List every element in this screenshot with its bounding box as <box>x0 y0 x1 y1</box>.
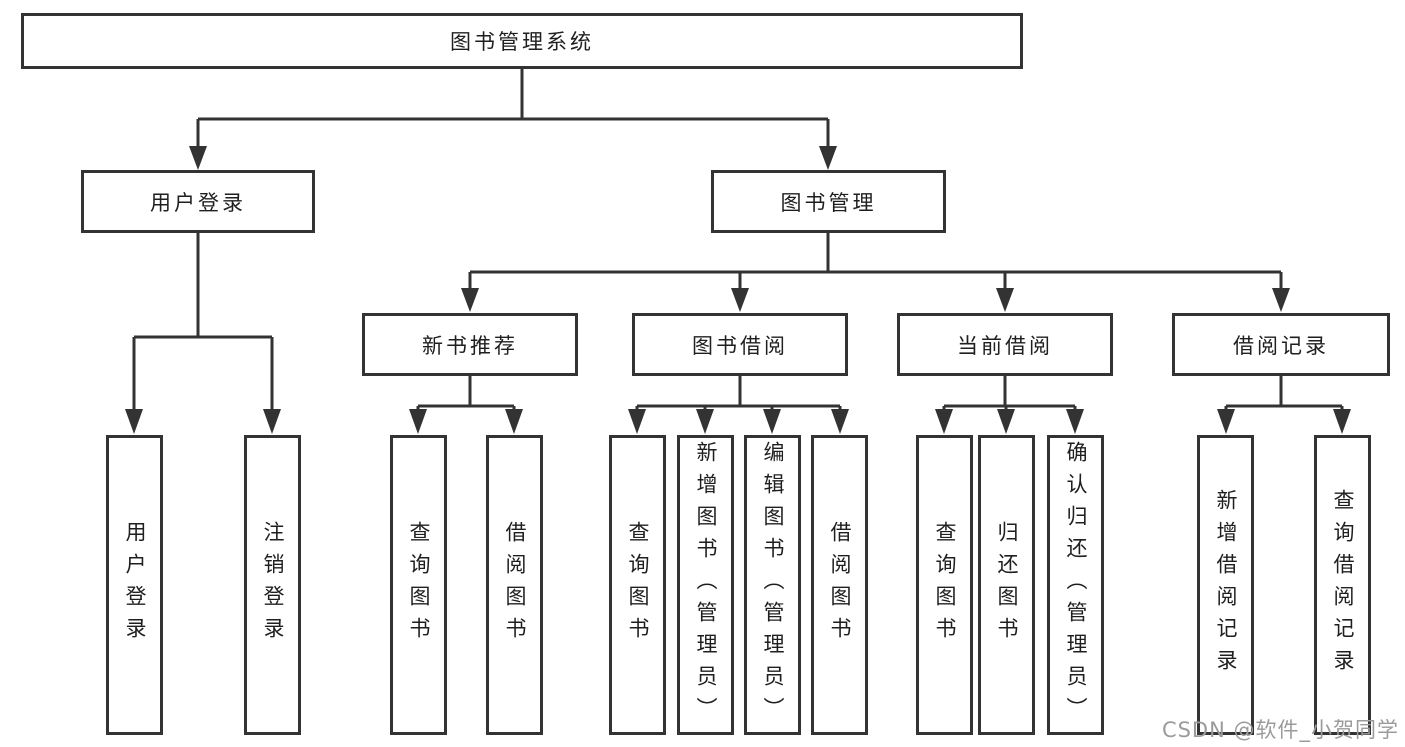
node-label: 确认归还（管理员） <box>1064 441 1088 729</box>
node-borrow-books-recommend: 借阅图书 <box>486 435 543 735</box>
arrowhead <box>831 409 849 434</box>
node-label: 当前借阅 <box>957 333 1053 358</box>
line <box>416 376 516 412</box>
arrowhead <box>996 288 1014 312</box>
node-label: 图书借阅 <box>692 333 788 358</box>
line <box>635 376 842 412</box>
node-label: 用户登录 <box>150 190 246 215</box>
arrowhead <box>935 409 953 434</box>
node-label: 注销登录 <box>261 521 285 649</box>
node-label: 借阅图书 <box>503 521 527 649</box>
node-borrowing-records: 借阅记录 <box>1172 313 1390 376</box>
arrowhead <box>819 146 837 170</box>
arrowhead <box>1333 409 1351 434</box>
connector-user-login-children <box>125 233 281 434</box>
node-user-login-leaf: 用户登录 <box>106 435 163 735</box>
arrowhead <box>997 409 1015 434</box>
node-borrow-books-borrowing: 借阅图书 <box>811 435 868 735</box>
node-label: 借阅记录 <box>1233 333 1329 358</box>
arrowhead <box>731 288 749 312</box>
arrowhead <box>1272 288 1290 312</box>
node-label: 借阅图书 <box>828 521 852 649</box>
node-query-books-recommend: 查询图书 <box>390 435 447 735</box>
line <box>196 69 830 147</box>
arrowhead <box>505 409 523 434</box>
arrowhead <box>696 409 714 434</box>
node-label: 图书管理系统 <box>450 30 594 54</box>
node-label: 查询借阅记录 <box>1331 489 1355 681</box>
node-label: 编辑图书（管理员） <box>761 441 785 729</box>
node-label: 查询图书 <box>407 521 431 649</box>
arrowhead <box>263 409 281 434</box>
watermark: CSDN @软件_小贺同学 <box>1161 718 1399 742</box>
node-library-management-system: 图书管理系统 <box>21 13 1023 69</box>
node-label: 新书推荐 <box>422 333 518 358</box>
arrowhead <box>125 409 143 434</box>
node-query-books-borrowing: 查询图书 <box>609 435 666 735</box>
line <box>132 233 274 411</box>
connector-book-management-children <box>461 233 1290 312</box>
node-confirm-return-admin: 确认归还（管理员） <box>1047 435 1104 735</box>
node-user-login: 用户登录 <box>81 170 315 233</box>
line <box>942 376 1077 412</box>
arrowhead <box>409 409 427 434</box>
arrowhead <box>189 146 207 170</box>
node-label: 查询图书 <box>626 521 650 649</box>
node-label: 新增借阅记录 <box>1214 489 1238 681</box>
node-query-books-current: 查询图书 <box>916 435 973 735</box>
node-label: 归还图书 <box>995 521 1019 649</box>
arrowhead <box>1217 409 1235 434</box>
node-new-book-recommendation: 新书推荐 <box>362 313 578 376</box>
node-label: 新增图书（管理员） <box>694 441 718 729</box>
node-return-books: 归还图书 <box>978 435 1035 735</box>
node-book-borrowing: 图书借阅 <box>632 313 848 376</box>
node-add-book-admin: 新增图书（管理员） <box>677 435 734 735</box>
node-logout: 注销登录 <box>244 435 301 735</box>
arrowhead <box>1066 409 1084 434</box>
node-label: 查询图书 <box>933 521 957 649</box>
arrowhead <box>461 288 479 312</box>
connector-current-borrowing-children <box>935 376 1084 434</box>
node-edit-book-admin: 编辑图书（管理员） <box>744 435 801 735</box>
line <box>468 233 1283 290</box>
connector-new-book-recommendation-children <box>409 376 523 434</box>
connector-borrowing-records-children <box>1217 376 1351 434</box>
node-query-borrow-record: 查询借阅记录 <box>1314 435 1371 735</box>
node-book-management: 图书管理 <box>711 170 946 233</box>
node-label: 用户登录 <box>123 521 147 649</box>
line <box>1224 376 1344 412</box>
node-label: 图书管理 <box>780 190 877 215</box>
arrowhead <box>763 409 781 434</box>
node-current-borrowing: 当前借阅 <box>897 313 1113 376</box>
connector-root-to-level2 <box>189 69 837 170</box>
arrowhead <box>628 409 646 434</box>
connector-book-borrowing-children <box>628 376 849 434</box>
node-add-borrow-record: 新增借阅记录 <box>1197 435 1254 735</box>
